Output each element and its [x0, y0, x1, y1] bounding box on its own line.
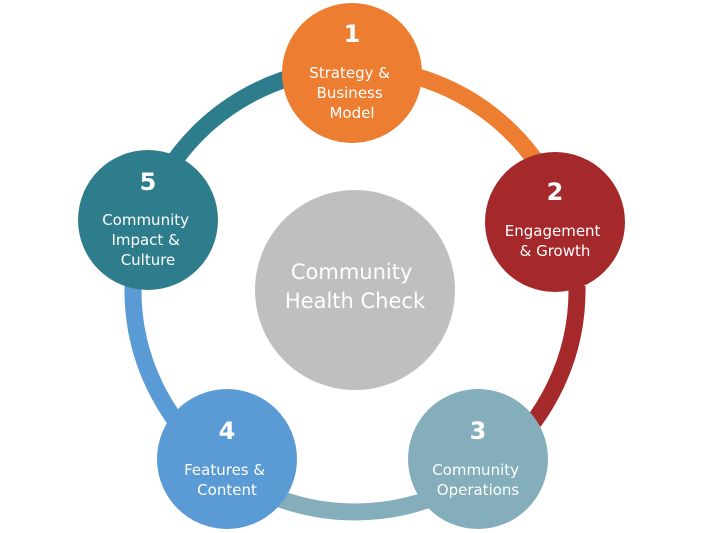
node-label-line: Operations	[437, 481, 520, 499]
node-label-line: Strategy &	[309, 64, 390, 82]
node-label: Engagement & Growth	[505, 222, 605, 260]
node-features-content: 4 Features & Content	[157, 389, 297, 529]
node-label-line: Business	[317, 84, 383, 102]
node-label: Strategy & Business Model	[309, 64, 395, 122]
node-label-line: Features &	[184, 461, 265, 479]
node-community-impact-culture: 5 Community Impact & Culture	[78, 150, 218, 290]
node-number: 5	[140, 168, 157, 196]
node-label-line: Impact &	[111, 231, 180, 249]
node-number: 1	[344, 20, 361, 48]
ring-arc-3-to-4	[276, 490, 434, 521]
node-label-line: & Growth	[520, 242, 591, 260]
center-title-line: Community	[291, 260, 413, 284]
node-number: 2	[547, 178, 564, 206]
node-label-line: Community	[102, 211, 189, 229]
node-number: 3	[470, 417, 487, 445]
node-label-line: Content	[197, 481, 257, 499]
node-circle	[78, 150, 218, 290]
node-label: Community Operations	[432, 461, 524, 499]
node-strategy-business-model: 1 Strategy & Business Model	[282, 3, 422, 143]
node-number: 4	[219, 417, 236, 445]
center-title: Community Health Check	[285, 260, 426, 313]
center-title-line: Health Check	[285, 289, 426, 313]
node-circle	[485, 152, 625, 292]
node-label: Features & Content	[184, 461, 270, 499]
node-label-line: Community	[432, 461, 519, 479]
node-circle	[157, 389, 297, 529]
node-label-line: Model	[329, 104, 374, 122]
node-label-line: Culture	[121, 251, 176, 269]
node-community-operations: 3 Community Operations	[408, 389, 548, 529]
node-circle	[408, 389, 548, 529]
node-engagement-growth: 2 Engagement & Growth	[485, 152, 625, 292]
node-label-line: Engagement	[505, 222, 601, 240]
node-label: Community Impact & Culture	[102, 211, 194, 269]
center-circle	[255, 190, 455, 390]
node-circle	[282, 3, 422, 143]
center-hub: Community Health Check	[255, 190, 455, 390]
